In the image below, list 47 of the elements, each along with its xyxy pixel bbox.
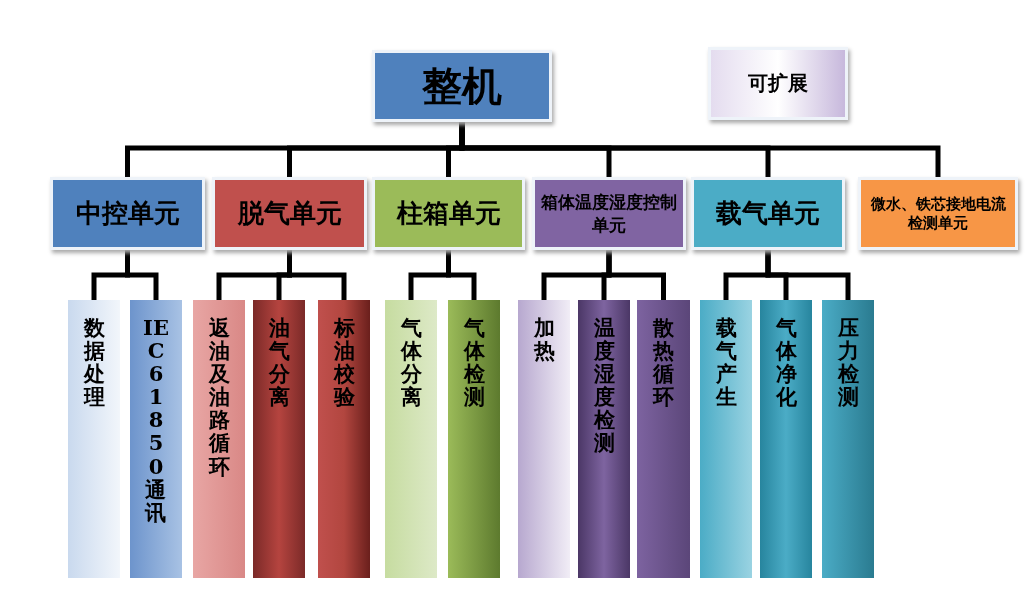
- node-label: 油气分离: [268, 316, 290, 409]
- category-column: [193, 300, 245, 578]
- category-column: [130, 300, 182, 578]
- node-label: 箱体温度湿度控制单元: [540, 190, 678, 237]
- node-label: 可扩展: [748, 70, 808, 97]
- connector-line: [606, 250, 666, 300]
- category-column: [700, 300, 752, 578]
- node-label: 加热: [533, 316, 555, 363]
- node-label: 压力检测: [837, 316, 859, 409]
- category-column: [68, 300, 120, 578]
- node-label: 散热循环: [653, 316, 674, 409]
- category-column: [385, 300, 437, 578]
- node-label: 气体分离: [400, 316, 422, 409]
- node-label: 返油及油路循环: [208, 316, 230, 478]
- node-label: 气体检测: [463, 316, 485, 409]
- node-label: 柱箱单元: [396, 197, 501, 230]
- connector-line: [446, 250, 477, 300]
- side-box: [708, 47, 848, 120]
- category-column: [318, 300, 370, 578]
- category-column: [578, 300, 630, 578]
- unit-box: [691, 177, 845, 250]
- node-label: IEC61850通讯: [142, 316, 170, 524]
- connector-line: [765, 250, 851, 300]
- unit-box: [50, 177, 205, 250]
- connector-line: [125, 250, 159, 300]
- node-label: 载气单元: [716, 197, 820, 230]
- node-label: 中控单元: [75, 197, 180, 230]
- category-column: [253, 300, 305, 578]
- node-label: 数据处理: [83, 316, 105, 409]
- node-label: 载气产生: [715, 316, 737, 409]
- top-box: [372, 50, 552, 122]
- category-column: [760, 300, 812, 578]
- category-column: [518, 300, 570, 578]
- unit-box: [858, 177, 1018, 250]
- unit-box: [212, 177, 367, 250]
- node-label: 温度湿度检测: [593, 316, 615, 455]
- category-column: [637, 300, 690, 578]
- node-label: 整机: [422, 60, 502, 111]
- connector-line: [287, 250, 347, 300]
- node-label: 气体净化: [775, 316, 797, 409]
- unit-box: [532, 177, 686, 250]
- node-label: 标油校验: [333, 316, 355, 409]
- unit-box: [372, 177, 525, 250]
- node-label: 脱气单元: [237, 197, 342, 230]
- category-column: [448, 300, 500, 578]
- category-column: [822, 300, 874, 578]
- node-label: 微水、铁芯接地电流检测单元: [869, 194, 1007, 233]
